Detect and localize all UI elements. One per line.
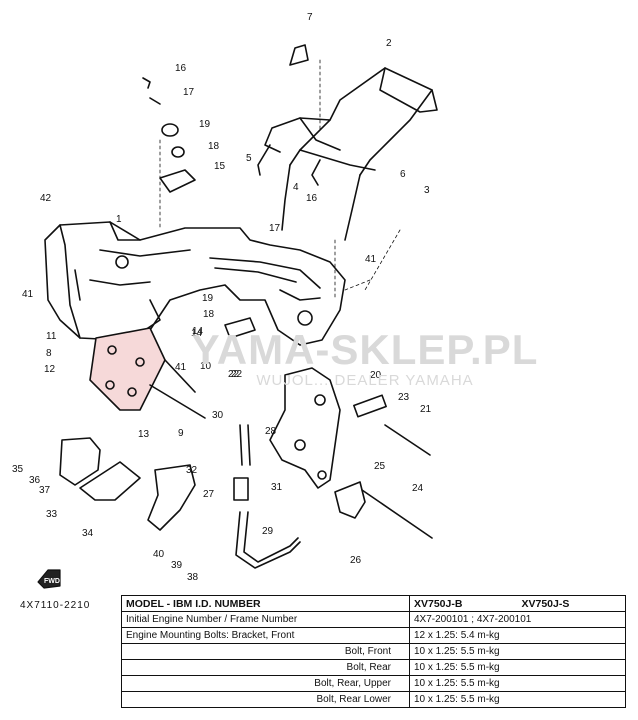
callout-31: 31 [271, 482, 283, 493]
callout-38: 38 [187, 572, 199, 583]
spec-row-label: Bolt, Rear, Upper [121, 675, 410, 692]
spec-row: Bolt, Rear Lower 10 x 1.25: 5.5 m-kg [121, 691, 626, 708]
spec-row-value: 10 x 1.25: 5.5 m-kg [409, 675, 626, 692]
callout-21: 21 [420, 404, 432, 415]
small-parts [142, 44, 309, 339]
spec-row-value: 12 x 1.25: 5.4 m-kg [409, 627, 626, 644]
callout-41: 41 [22, 289, 34, 300]
callout-39: 39 [171, 560, 183, 571]
rear-bracket-right [269, 367, 341, 489]
callout-27: 27 [203, 489, 215, 500]
spec-row-value: 10 x 1.25: 5.5 m-kg [409, 643, 626, 660]
spec-row-value: 10 x 1.25: 5.5 m-kg [409, 691, 626, 708]
spec-row: Bolt, Front 10 x 1.25: 5.5 m-kg [121, 643, 626, 660]
callout-33: 33 [46, 509, 58, 520]
callout-29: 29 [262, 526, 274, 537]
callout-4: 4 [293, 182, 299, 193]
spec-row: Engine Mounting Bolts: Bracket, Front 12… [121, 627, 626, 644]
hose-assembly [233, 424, 301, 569]
spec-header-col-a: XV750J-B [414, 597, 463, 610]
fwd-label: FWD [44, 578, 60, 585]
callout-8: 8 [46, 348, 52, 359]
callout-25: 25 [374, 461, 386, 472]
spec-row-label: Bolt, Rear Lower [121, 691, 410, 708]
callout-30: 30 [212, 410, 224, 421]
callout-7: 7 [307, 12, 313, 23]
callout-22: 22 [231, 369, 243, 380]
spec-initial-label: Initial Engine Number / Frame Number [121, 611, 410, 628]
callout-36: 36 [29, 475, 41, 486]
callout-11: 11 [46, 331, 57, 342]
callout-18: 18 [203, 309, 215, 320]
callout-19: 19 [199, 119, 211, 130]
callout-5: 5 [246, 153, 252, 164]
spec-header-models: XV750J-B XV750J-S [409, 595, 626, 612]
callout-16: 16 [175, 63, 187, 74]
callout-13: 13 [138, 429, 150, 440]
callout-41: 41 [175, 362, 187, 373]
spec-row-label: Bolt, Front [121, 643, 410, 660]
callout-41: 41 [365, 254, 377, 265]
callout-17: 17 [269, 223, 281, 234]
rear-subframe [257, 67, 438, 241]
frame-exploded-diagram: 1234567891011121314151617181920212223242… [12, 12, 438, 589]
callout-10: 10 [200, 361, 212, 372]
callout-17: 17 [183, 87, 195, 98]
callout-22: 22 [228, 369, 240, 380]
callout-35: 35 [12, 464, 24, 475]
callout-6: 6 [400, 169, 406, 180]
callout-26: 26 [350, 555, 362, 566]
engine-plate-left [89, 327, 166, 411]
bracket-25 [334, 481, 366, 519]
fwd-arrow [37, 569, 61, 589]
callout-42: 42 [40, 193, 52, 204]
spec-table: MODEL - IBM I.D. NUMBER XV750J-B XV750J-S… [121, 595, 626, 708]
callout-19: 19 [202, 293, 214, 304]
callout-20: 20 [370, 370, 382, 381]
callout-23: 23 [398, 392, 410, 403]
callout-28: 28 [265, 426, 277, 437]
callout-40: 40 [153, 549, 165, 560]
spec-row-value: 10 x 1.25: 5.5 m-kg [409, 659, 626, 676]
spec-header-row: MODEL - IBM I.D. NUMBER XV750J-B XV750J-S [121, 595, 626, 612]
callout-37: 37 [39, 485, 51, 496]
callout-14: 14 [192, 326, 204, 337]
callout-2: 2 [386, 38, 392, 49]
part-code: 4X7110-2210 [20, 600, 91, 611]
spec-row-label: Bolt, Rear [121, 659, 410, 676]
spec-row-label: Engine Mounting Bolts: Bracket, Front [121, 627, 410, 644]
leader-lines [159, 59, 401, 301]
spec-row: Bolt, Rear 10 x 1.25: 5.5 m-kg [121, 659, 626, 676]
callout-24: 24 [412, 483, 424, 494]
callout-14: 14 [191, 328, 203, 339]
spec-row: Bolt, Rear, Upper 10 x 1.25: 5.5 m-kg [121, 675, 626, 692]
callout-32: 32 [186, 465, 198, 476]
callout-15: 15 [214, 161, 226, 172]
callout-labels: 1234567891011121314151617181920212223242… [12, 12, 432, 583]
callout-3: 3 [424, 185, 430, 196]
bracket-23 [353, 394, 387, 418]
callout-9: 9 [178, 428, 184, 439]
callout-1: 1 [116, 214, 122, 225]
spec-header-model: MODEL - IBM I.D. NUMBER [121, 595, 410, 612]
callout-34: 34 [82, 528, 94, 539]
callout-12: 12 [44, 364, 56, 375]
callout-18: 18 [208, 141, 220, 152]
callout-16: 16 [306, 193, 318, 204]
spec-initial-row: Initial Engine Number / Frame Number 4X7… [121, 611, 626, 628]
bracket-34 [79, 461, 141, 501]
spec-initial-value: 4X7-200101 ; 4X7-200101 [409, 611, 626, 628]
spec-header-col-b: XV750J-S [521, 597, 570, 610]
bracket-33 [59, 437, 101, 486]
mount-bolts [149, 359, 433, 539]
front-lower-bracket [147, 464, 196, 531]
